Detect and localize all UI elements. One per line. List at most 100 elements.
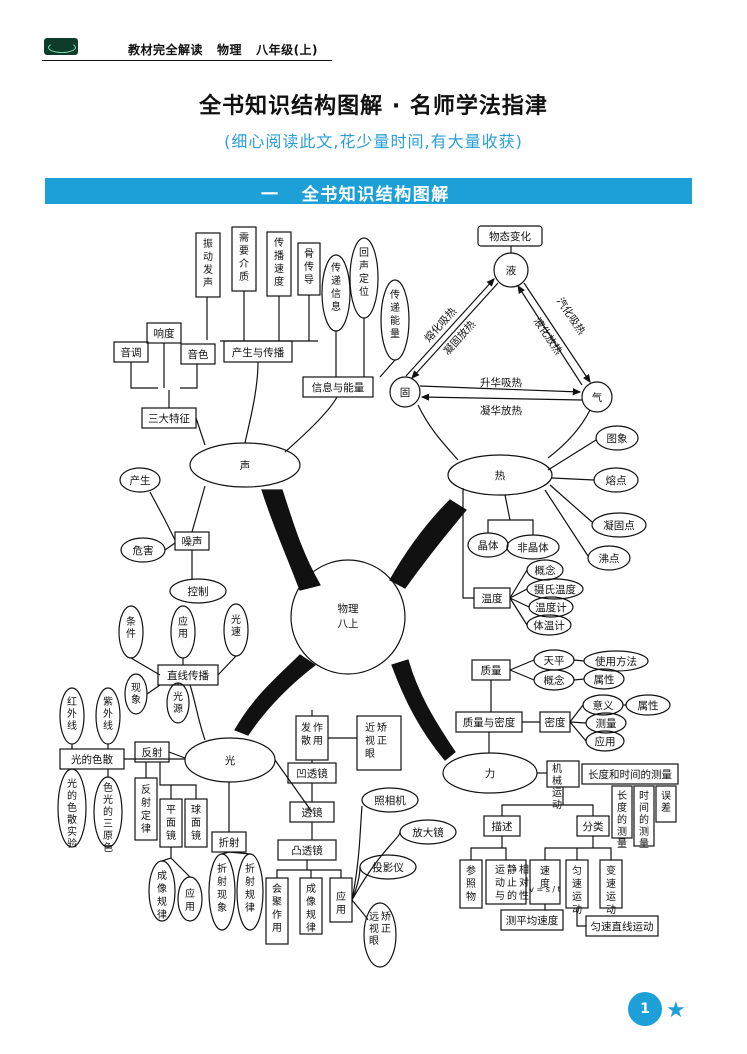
heat-freezing-point: 凝固点 [603,520,635,532]
app-magnifier: 放大镜 [412,826,444,839]
sound-info: 传递信息 [331,262,341,313]
mass-concept: 概念 [544,674,565,687]
force-motion: 机械运动 [552,762,562,811]
section-title: 一 全书知识结构图解 [261,185,450,205]
sound-vibration: 振动发声 [203,237,213,289]
measure-length: 长度的测量 [617,790,627,850]
reflection-app: 应用 [185,887,195,913]
light-ultraviolet: 紫外线 [103,696,113,732]
force-measure: 长度和时间的测量 [588,768,672,781]
page-number-badge: 1 [628,992,662,1026]
light-lens: 透镜 [302,806,323,819]
center-line-1: 物理 [338,602,359,615]
heat-states-label: 物态变化 [489,230,531,243]
state-solid: 固 [400,387,411,399]
section-bar: 一 全书知识结构图解 [45,178,692,205]
density-property: 属性 [638,699,659,712]
reflection-plane: 平面镜 [166,805,176,842]
describe-reference: 参照物 [466,864,476,903]
heat-temperature: 温度 [482,592,503,605]
mass-usage: 使用方法 [595,655,637,668]
convex-imaging: 成像规律 [306,883,316,934]
reflection-law: 反射定律 [141,784,151,835]
reflection-sphere: 球面镜 [191,803,201,842]
sound-info-energy: 信息与能量 [312,381,365,394]
force-avg-speed: 测平均速度 [506,914,559,927]
arrow-deposition: 凝华放热 [480,404,522,417]
light-infrared: 红外线 [67,695,77,732]
publisher-logo [44,38,78,55]
heat-crystal: 晶体 [478,540,499,552]
mass-property: 属性 [594,673,615,686]
sound-speed: 传播速度 [274,237,284,288]
hub-light: 光 [225,754,236,767]
force-uniform-linear: 匀速直线运动 [591,920,654,933]
temp-thermometer: 温度计 [535,601,567,614]
noise-harm: 危害 [133,544,154,557]
app-hyperopia: 远视眼矫正 [369,910,391,947]
force-variable: 变速运动 [606,864,616,916]
heat-boiling-point: 沸点 [599,552,620,565]
force-speed-formula: v = s / t [529,885,561,894]
sound-bone: 骨传导 [304,248,314,286]
mass-balance: 天平 [544,655,565,667]
describe-relativity: 运动与静止的相对性 [495,863,529,902]
hub-force: 力 [485,767,496,780]
density-meaning: 意义 [593,699,614,712]
temp-concept: 概念 [535,564,556,577]
force-classify: 分类 [583,820,604,833]
temp-clinical: 体温计 [533,619,565,632]
refraction-law: 折射规律 [245,862,255,914]
light-primary-colors: 色光的三原色 [103,781,113,854]
convex-converging: 会聚作用 [272,882,282,934]
page-header: 教材完全解读 物理 八年级(上) [42,36,332,61]
app-projector: 投影仪 [372,861,404,874]
page-subtitle: (细心阅读此文,花少量时间,有大量收获) [224,132,523,151]
temp-celsius: 摄氏温度 [534,583,576,596]
arrow-sublimation: 升华吸热 [480,376,522,389]
heat-graph: 图象 [607,433,628,445]
convex-application: 应用 [336,890,346,916]
sound-production: 产生与传播 [232,346,285,359]
header-text: 教材完全解读 物理 八年级(上) [128,43,319,57]
sound-energy: 传递能量 [390,289,400,340]
center-line-2: 八上 [338,618,359,630]
sound-feature-pitch: 音调 [121,346,142,359]
sound-features: 三大特征 [148,412,190,425]
force-density: 密度 [545,716,566,729]
force-speed: 速度 [540,865,550,890]
force-mass-density: 质量与密度 [463,716,516,729]
light-refraction: 折射 [219,836,240,849]
measure-error: 误差 [661,790,671,814]
light-condition: 条件 [126,615,136,640]
sound-feature-timbre: 音色 [188,348,209,361]
sound-medium: 需要介质 [239,232,249,283]
concave-myopia: 近视眼矫正 [365,721,387,760]
state-gas: 气 [592,391,603,404]
hub-heat: 热 [495,469,506,482]
state-liquid: 液 [506,264,517,277]
force-uniform: 匀速运动 [572,865,582,916]
hub-sound: 声 [240,459,251,472]
force-describe: 描述 [492,820,513,833]
arrow-vaporization: 汽化吸热 [554,295,589,338]
light-source: 光源 [173,690,183,715]
sound-feature-loudness: 响度 [154,327,175,340]
light-dispersion-exp: 光的色散实验 [67,777,77,850]
concave-diverging: 发散作用 [301,721,323,747]
sound-noise: 噪声 [182,535,203,548]
heat-melting-point: 熔点 [606,474,627,487]
refraction-phenomenon: 折射现象 [217,862,227,914]
app-camera: 照相机 [374,794,406,807]
star-icon: ★ [666,998,686,1023]
light-concave: 凹透镜 [296,767,328,780]
reflection-imaging: 成像规律 [157,870,167,921]
heat-non-crystal: 非晶体 [517,542,549,554]
light-dispersion: 光的色散 [71,753,113,766]
light-speed: 光速 [231,613,241,638]
sound-echo: 回声定位 [359,247,369,298]
density-measure: 测量 [596,717,617,730]
force-mass: 质量 [481,665,502,677]
light-convex: 凸透镜 [291,844,323,857]
